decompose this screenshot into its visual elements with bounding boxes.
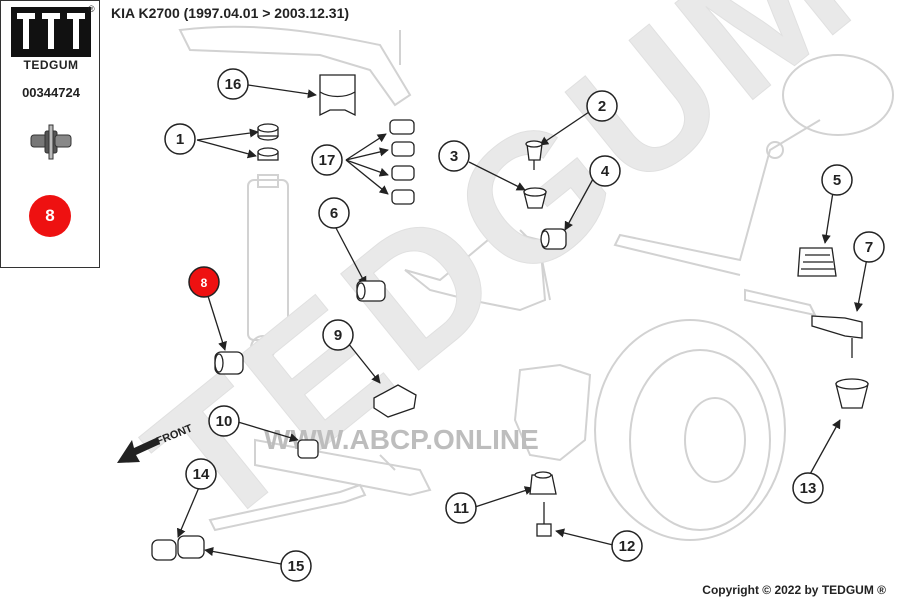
part-5-boot-icon (797, 247, 837, 277)
part-4-bushing-icon (540, 228, 567, 250)
svg-text:13: 13 (800, 480, 817, 497)
part-11-boot-icon (529, 471, 557, 495)
callout-14: 14 (185, 458, 217, 490)
callout-7: 7 (853, 231, 885, 263)
svg-text:6: 6 (330, 205, 338, 222)
svg-text:17: 17 (319, 152, 336, 169)
callout-4: 4 (589, 155, 621, 187)
svg-text:2: 2 (598, 98, 606, 115)
svg-text:4: 4 (601, 163, 610, 180)
svg-text:14: 14 (193, 466, 210, 483)
callout-11: 11 (445, 492, 477, 524)
svg-text:16: 16 (225, 76, 242, 93)
brand-name: TEDGUM (23, 58, 79, 72)
part-12-ball-joint-icon (536, 502, 552, 537)
callout-3: 3 (438, 140, 470, 172)
svg-text:3: 3 (450, 148, 458, 165)
part-7-tie-rod-end-icon (811, 315, 863, 358)
registered-mark: ® (88, 4, 95, 14)
front-arrow-icon (117, 437, 160, 463)
tedgum-logo-icon (11, 7, 91, 57)
part-17-bushings-icon (389, 119, 415, 205)
leader-lines (177, 84, 869, 565)
callout-6: 6 (318, 197, 350, 229)
part-13-boot-icon (835, 378, 869, 409)
sidebar-panel: ® TEDGUM 00344724 8 (0, 0, 100, 268)
callouts: 1 2 3 4 5 6 7 8 9 10 11 12 13 14 15 16 1… (164, 68, 885, 582)
svg-text:1: 1 (176, 131, 184, 148)
part-badge: 8 (29, 195, 71, 237)
callout-10: 10 (208, 405, 240, 437)
callout-15: 15 (280, 550, 312, 582)
svg-text:11: 11 (453, 500, 469, 517)
part-6-bushing-icon (356, 280, 386, 302)
callout-1: 1 (164, 123, 196, 155)
background-assembly (178, 25, 894, 541)
part-10-bushing-icon (297, 439, 319, 459)
part-number: 00344724 (22, 85, 80, 100)
part-9-bump-stop-icon (373, 384, 417, 418)
svg-text:10: 10 (216, 413, 233, 430)
svg-text:5: 5 (833, 172, 841, 189)
part-thumbnail-icon (30, 124, 72, 160)
callout-16: 16 (217, 68, 249, 100)
callout-8-highlighted: 8 (188, 266, 220, 298)
svg-text:12: 12 (619, 538, 636, 555)
callout-17: 17 (311, 144, 343, 176)
part-16-bracket-icon (319, 74, 356, 117)
callout-13: 13 (792, 472, 824, 504)
callout-12: 12 (611, 530, 643, 562)
svg-text:9: 9 (334, 327, 342, 344)
callout-5: 5 (821, 164, 853, 196)
part-1-bushings-icon (257, 123, 279, 161)
part-8-bushing-icon (214, 351, 244, 375)
callout-9: 9 (322, 319, 354, 351)
parts (151, 74, 869, 561)
svg-text:8: 8 (201, 276, 208, 290)
svg-text:7: 7 (865, 239, 873, 256)
svg-text:15: 15 (288, 558, 305, 575)
part-14-bushings-icon (151, 535, 205, 561)
part-3-boot-icon (523, 187, 547, 209)
part-2-ball-joint-icon (525, 140, 543, 170)
page-title: KIA K2700 (1997.04.01 > 2003.12.31) (111, 5, 350, 21)
callout-2: 2 (586, 90, 618, 122)
copyright-text: Copyright © 2022 by TEDGUM ® (702, 583, 886, 597)
